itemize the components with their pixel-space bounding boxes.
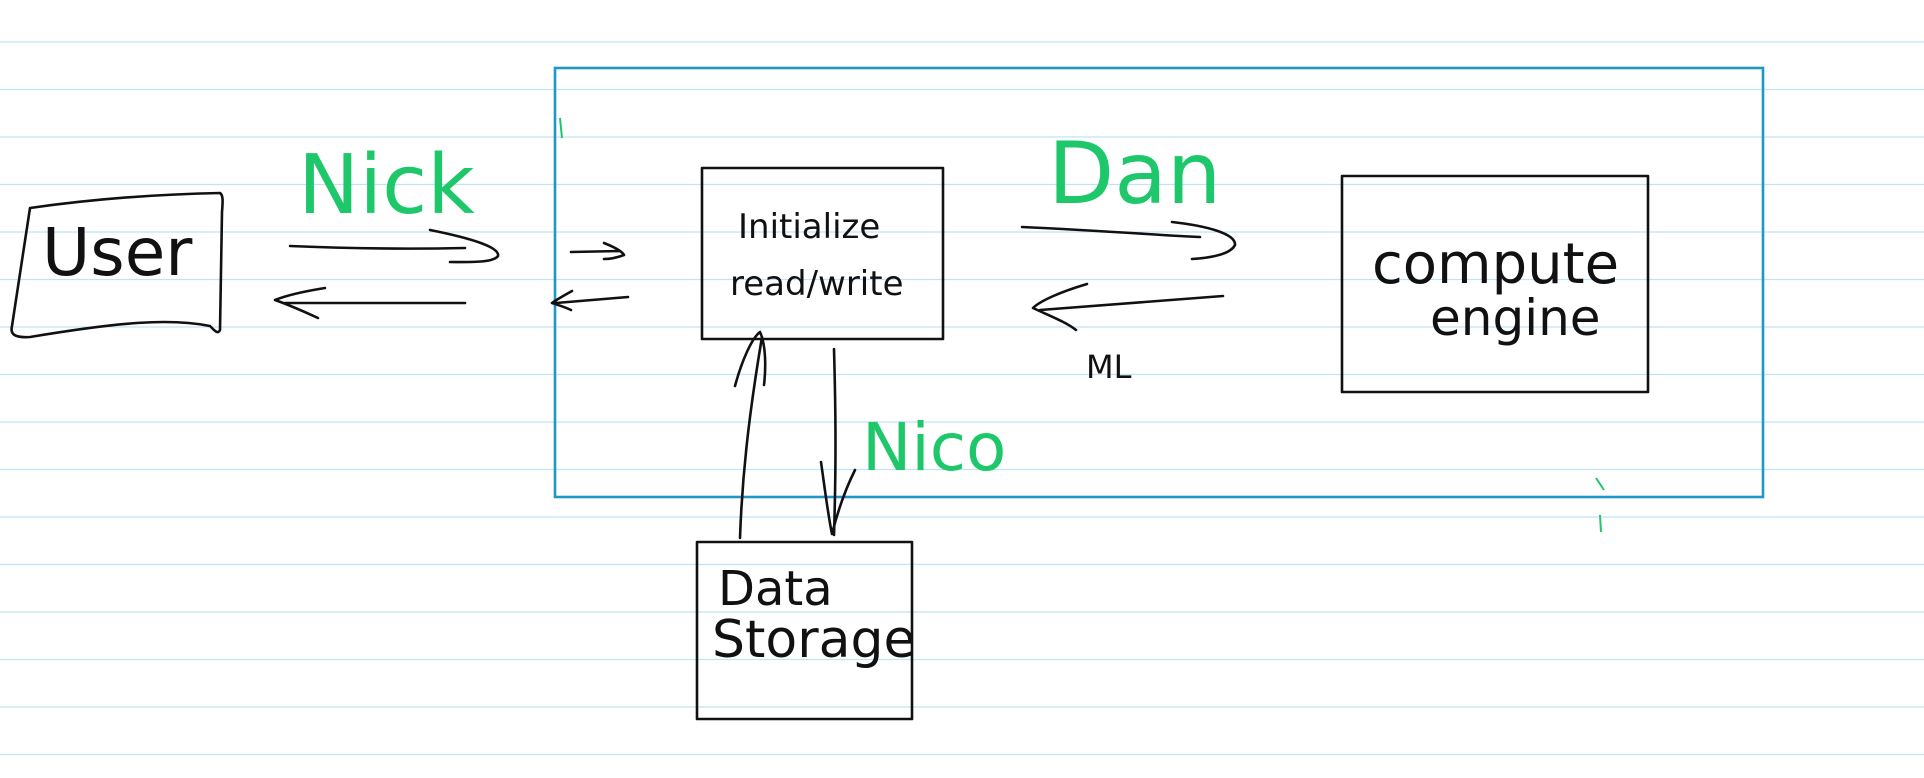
compute-box (1340, 174, 1650, 394)
arrow-to-compute (1020, 220, 1237, 261)
storage-label-line1: Data (718, 561, 833, 617)
outbound-short-arrow (550, 289, 630, 312)
storage-label-line2: Storage (712, 610, 915, 670)
nick-annotation: Nick (298, 138, 475, 233)
arrow-to-system (288, 228, 500, 264)
compute-label-line1: compute (1372, 232, 1619, 297)
init-node: Initialize read/write (700, 166, 945, 341)
system-boundary-box (553, 66, 1765, 499)
user-system-arrows: Nick (273, 138, 500, 320)
inbound-short-arrow (569, 241, 626, 261)
user-box (10, 191, 224, 339)
arrow-from-compute (1031, 282, 1225, 332)
nico-annotation: Nico (862, 409, 1006, 486)
dan-annotation: Dan (1048, 124, 1221, 224)
compute-label-line2: engine (1430, 289, 1601, 347)
user-label: User (42, 214, 193, 291)
stray-green-mark (559, 117, 563, 139)
ruled-lines (0, 41, 1924, 756)
stray-green-mark (1595, 477, 1605, 533)
init-label-line2: read/write (730, 264, 904, 304)
boundary-io-arrows (550, 241, 630, 312)
arrow-init-to-storage (819, 347, 857, 537)
init-compute-arrows: Dan ML (1020, 124, 1237, 386)
arrow-storage-to-init (733, 330, 767, 540)
init-storage-arrows: Nico (733, 330, 1006, 540)
init-label-line1: Initialize (738, 207, 880, 247)
init-box (700, 166, 945, 341)
stray-marks (559, 117, 1605, 533)
storage-box (695, 540, 914, 721)
compute-node: compute engine (1340, 174, 1650, 394)
storage-node: Data Storage (695, 540, 915, 721)
ml-annotation: ML (1086, 348, 1132, 386)
arrow-to-user (273, 286, 467, 320)
user-node: User (10, 191, 224, 339)
